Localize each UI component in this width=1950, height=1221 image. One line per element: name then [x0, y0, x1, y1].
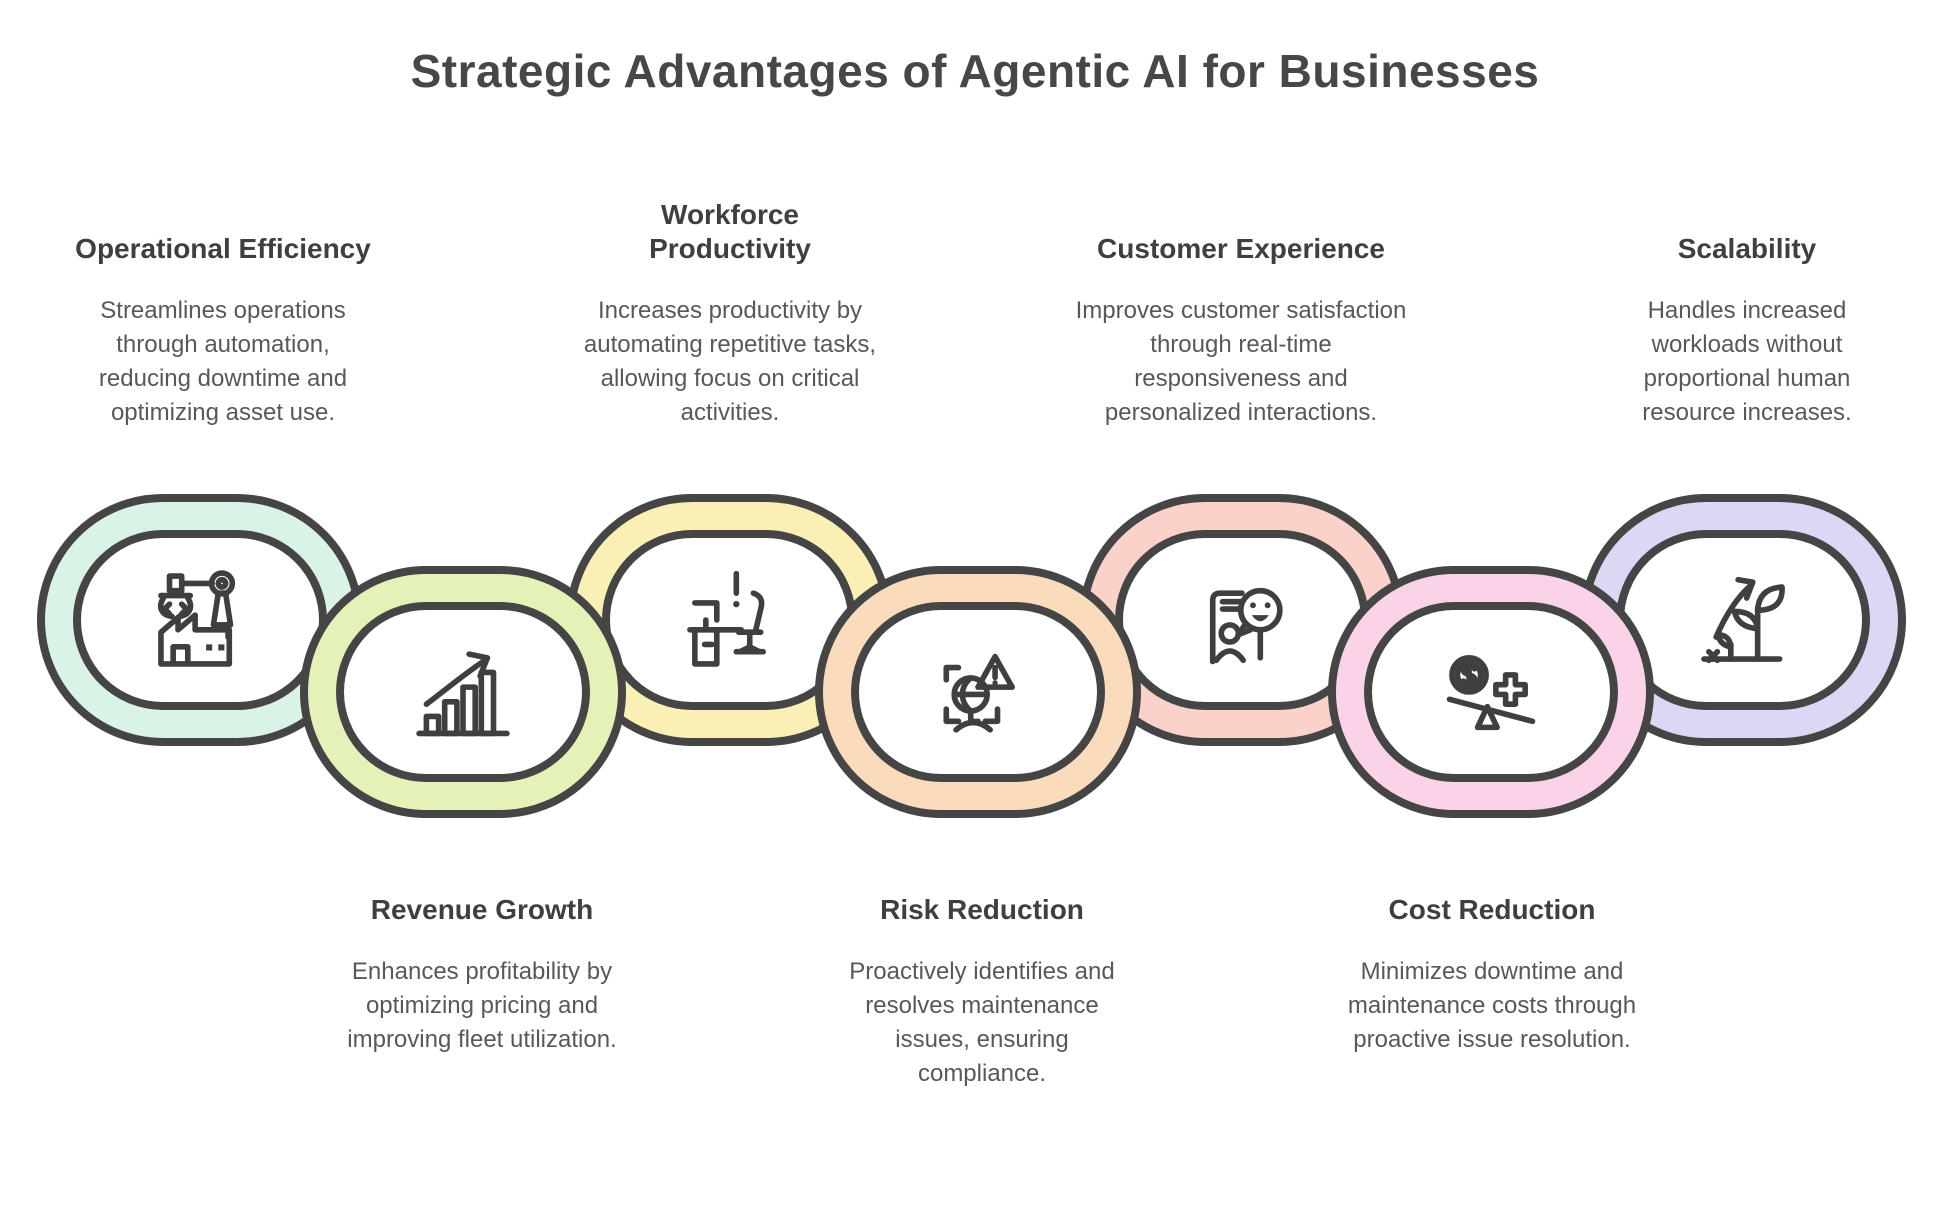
advantage-label-operational-efficiency: Operational Efficiency Streamlines opera… — [28, 196, 418, 430]
page-title: Strategic Advantages of Agentic AI for B… — [410, 45, 1540, 97]
advantage-label-customer-experience: Customer Experience Improves customer sa… — [1046, 196, 1436, 430]
growth-plant-icon — [1701, 576, 1785, 664]
advantage-description: Streamlines operations through automatio… — [98, 297, 348, 427]
advantage-heading: Revenue Growth — [370, 894, 594, 925]
advantage-label-workforce-productivity: Workforce Productivity Increases product… — [535, 196, 925, 430]
advantage-description: Improves customer satisfaction through r… — [1075, 297, 1407, 427]
growth-bar-chart-icon — [416, 651, 510, 737]
globe-warning-icon — [943, 653, 1015, 733]
chain-link-revenue-growth — [300, 566, 626, 818]
advantage-description: Handles increased workloads without prop… — [1642, 297, 1852, 427]
factory-crane-icon — [157, 570, 236, 667]
advantage-description: Minimizes downtime and maintenance costs… — [1347, 958, 1637, 1054]
chain-link-risk-reduction — [815, 566, 1141, 818]
chain-link-operational-efficiency — [37, 494, 363, 746]
advantage-label-cost-reduction: Cost Reduction Minimizes downtime and ma… — [1297, 893, 1687, 1057]
advantage-heading: Customer Experience — [1097, 232, 1385, 264]
cost-balance-icon — [1446, 655, 1536, 731]
customer-smiley-icon — [1209, 587, 1283, 665]
advantage-heading: Risk Reduction — [880, 894, 1084, 925]
advantage-heading: Operational Efficiency — [75, 232, 371, 264]
advantage-label-risk-reduction: Risk Reduction Proactively identifies an… — [787, 893, 1177, 1091]
advantage-label-scalability: Scalability Handles increased workloads … — [1552, 196, 1942, 430]
chain-link-cost-reduction — [1328, 566, 1654, 818]
advantage-heading: Workforce Productivity — [649, 198, 811, 264]
advantage-label-revenue-growth: Revenue Growth Enhances profitability by… — [287, 893, 677, 1057]
advantage-heading: Scalability — [1677, 232, 1817, 264]
advantage-heading: Cost Reduction — [1388, 894, 1596, 925]
advantage-description: Enhances profitability by optimizing pri… — [347, 958, 617, 1054]
advantage-description: Increases productivity by automating rep… — [583, 297, 877, 427]
advantage-description: Proactively identifies and resolves main… — [849, 958, 1115, 1088]
workstation-icon — [687, 570, 766, 667]
